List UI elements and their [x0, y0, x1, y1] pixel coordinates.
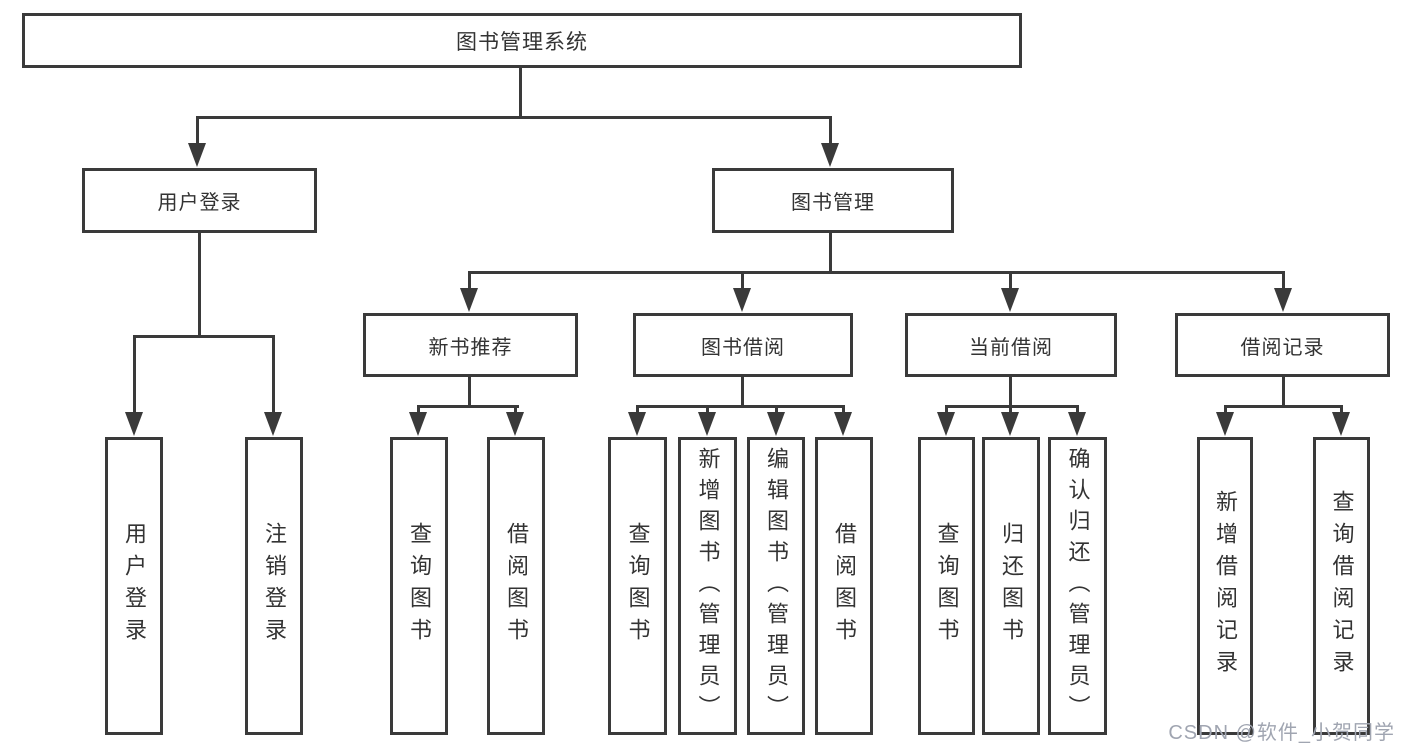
leaf-label: 查询图书	[625, 522, 651, 650]
node-new-book-recommendation: 新书推荐	[363, 313, 578, 377]
leaf-label: 注销登录	[262, 522, 287, 650]
connector-line	[1076, 405, 1079, 415]
connector-line	[133, 335, 136, 415]
arrowhead-down-icon	[698, 412, 716, 436]
arrowhead-down-icon	[506, 412, 524, 436]
arrowhead-down-icon	[264, 412, 282, 436]
node-label: 当前借阅	[969, 336, 1053, 359]
connector-line	[196, 116, 199, 148]
leaf-query-books-2: 查询图书	[608, 437, 667, 735]
leaf-label: 用户登录	[122, 522, 147, 650]
connector-line	[741, 377, 744, 408]
leaf-borrow-books-2: 借阅图书	[815, 437, 873, 735]
node-user-login: 用户登录	[82, 168, 317, 233]
leaf-query-borrow-record: 查询借阅记录	[1313, 437, 1370, 735]
arrowhead-down-icon	[125, 412, 143, 436]
leaf-borrow-books-1: 借阅图书	[487, 437, 545, 735]
leaf-logout: 注销登录	[245, 437, 303, 735]
connector-line	[829, 116, 832, 148]
connector-line	[468, 271, 471, 291]
leaf-return-books: 归还图书	[982, 437, 1040, 735]
connector-line	[775, 405, 778, 415]
leaf-add-borrow-record: 新增借阅记录	[1197, 437, 1253, 735]
connector-line	[1282, 271, 1285, 291]
node-book-borrowing: 图书借阅	[633, 313, 853, 377]
leaf-label: 归还图书	[999, 522, 1024, 650]
leaf-label: 借阅图书	[504, 522, 529, 650]
connector-line	[468, 377, 471, 408]
node-label: 图书借阅	[701, 336, 785, 359]
leaf-label: 借阅图书	[832, 522, 857, 650]
arrowhead-down-icon	[1001, 288, 1019, 312]
connector-line	[514, 405, 517, 415]
arrowhead-down-icon	[1332, 412, 1350, 436]
arrowhead-down-icon	[821, 143, 839, 167]
connector-line	[196, 116, 832, 119]
leaf-user-login: 用户登录	[105, 437, 163, 735]
arrowhead-down-icon	[460, 288, 478, 312]
arrowhead-down-icon	[1216, 412, 1234, 436]
connector-line	[1340, 405, 1343, 415]
connector-line	[198, 233, 201, 338]
arrowhead-down-icon	[1274, 288, 1292, 312]
leaf-label: 查询图书	[934, 522, 960, 650]
leaf-query-books-1: 查询图书	[390, 437, 448, 735]
arrowhead-down-icon	[188, 143, 206, 167]
leaf-label: 编辑图书（管理员）	[764, 446, 789, 726]
connector-line	[1224, 405, 1342, 408]
leaf-label: 新增图书（管理员）	[695, 446, 721, 726]
connector-line	[945, 405, 948, 415]
connector-line	[468, 271, 1285, 274]
arrowhead-down-icon	[409, 412, 427, 436]
leaf-query-books-3: 查询图书	[918, 437, 975, 735]
arrowhead-down-icon	[834, 412, 852, 436]
node-label: 借阅记录	[1240, 336, 1325, 359]
connector-line	[829, 233, 832, 274]
node-library-management-system: 图书管理系统	[22, 13, 1022, 68]
csdn-watermark: CSDN @软件_小贺同学	[1168, 722, 1395, 744]
connector-line	[741, 271, 744, 291]
arrowhead-down-icon	[733, 288, 751, 312]
connector-line	[1224, 405, 1227, 415]
node-borrowing-records: 借阅记录	[1175, 313, 1390, 377]
connector-line	[272, 335, 275, 415]
connector-line	[133, 335, 275, 338]
leaf-add-books-admin: 新增图书（管理员）	[678, 437, 737, 735]
arrowhead-down-icon	[628, 412, 646, 436]
connector-line	[417, 405, 519, 408]
connector-line	[636, 405, 845, 408]
node-label: 图书管理系统	[456, 30, 588, 54]
connector-line	[1009, 271, 1012, 291]
leaf-confirm-return-admin: 确认归还（管理员）	[1048, 437, 1107, 735]
connector-line	[519, 68, 522, 118]
node-label: 新书推荐	[428, 336, 513, 359]
leaf-label: 新增借阅记录	[1213, 490, 1238, 682]
connector-line	[706, 405, 709, 415]
connector-line	[842, 405, 845, 415]
leaf-edit-books-admin: 编辑图书（管理员）	[747, 437, 805, 735]
leaf-label: 查询借阅记录	[1329, 490, 1355, 682]
connector-line	[1009, 377, 1012, 408]
arrowhead-down-icon	[1001, 412, 1019, 436]
arrowhead-down-icon	[1068, 412, 1086, 436]
connector-line	[1282, 377, 1285, 408]
arrowhead-down-icon	[937, 412, 955, 436]
leaf-label: 查询图书	[407, 522, 432, 650]
node-label: 用户登录	[157, 192, 242, 214]
node-book-management: 图书管理	[712, 168, 954, 233]
connector-line	[1009, 405, 1012, 415]
node-label: 图书管理	[791, 192, 875, 214]
arrowhead-down-icon	[767, 412, 785, 436]
connector-line	[636, 405, 639, 415]
connector-line	[417, 405, 420, 415]
node-current-borrowing: 当前借阅	[905, 313, 1117, 377]
leaf-label: 确认归还（管理员）	[1065, 446, 1091, 726]
